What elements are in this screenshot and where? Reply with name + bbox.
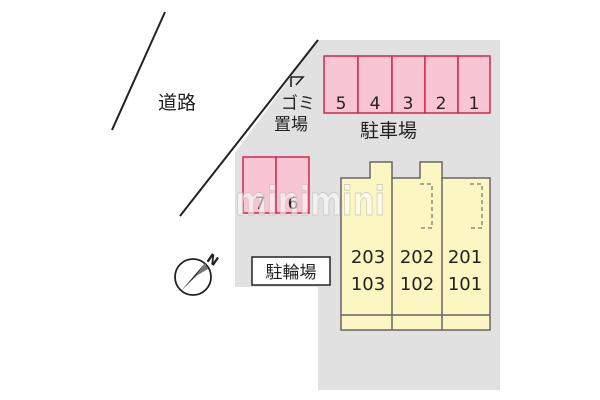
parking-stall [457, 55, 491, 114]
extra-parking-stalls: 7 6 [242, 156, 310, 214]
garbage-label-line2: 置場 [274, 115, 308, 135]
garbage-icon [290, 76, 305, 87]
parking-stall [275, 156, 310, 214]
parking-stall [242, 156, 277, 214]
building: 203 103 202 102 201 101 [340, 161, 491, 331]
stall-number: 2 [436, 94, 447, 114]
building-outline [340, 161, 491, 331]
road-label: 道路 [158, 92, 196, 114]
stall-number: 3 [403, 94, 414, 114]
compass-icon: N [174, 251, 221, 296]
stall-number: 6 [288, 194, 299, 214]
stall-number: 1 [469, 94, 480, 114]
garbage-label-line1: ゴミ [281, 93, 315, 114]
parking-stall [391, 55, 426, 114]
stall-number: 7 [255, 194, 266, 214]
bicycle-parking-label: 駐輪場 [266, 263, 317, 283]
compass-needle-tail [196, 263, 208, 276]
parking-stalls: 5 4 3 2 1 [323, 55, 491, 114]
unit-upper: 203 [351, 247, 385, 268]
unit-lower: 101 [448, 274, 482, 295]
unit-upper: 201 [448, 247, 482, 268]
parking-label: 駐車場 [360, 120, 417, 142]
parking-stall [323, 55, 359, 114]
unit-upper: 202 [400, 247, 434, 268]
unit-lower: 103 [351, 274, 385, 295]
unit-lower: 102 [400, 274, 434, 295]
bicycle-parking: 駐輪場 [251, 256, 331, 286]
parking-stall [424, 55, 459, 114]
stall-number: 5 [336, 94, 347, 114]
stall-number: 4 [370, 94, 381, 114]
bicycle-parking-box [251, 256, 331, 286]
watermark: minimini [235, 179, 385, 225]
garbage-area: ゴミ 置場 [274, 76, 315, 135]
compass-needle [181, 263, 205, 291]
road-edge [111, 11, 166, 131]
lot-boundary [179, 39, 319, 217]
